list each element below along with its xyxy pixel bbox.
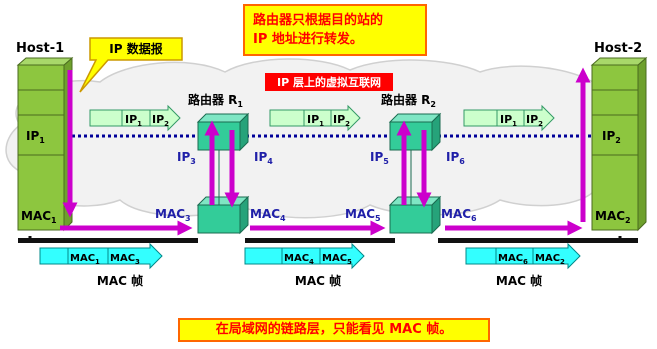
- router-r2-mac-left: MAC5: [345, 207, 381, 223]
- host-2-stack: [590, 56, 648, 240]
- mac-frame-1-label: MAC 帧: [97, 273, 143, 288]
- host-2-mac-label: MAC2: [595, 209, 631, 225]
- router-r1-ip-right: IP4: [254, 150, 273, 166]
- link-layer-note: 在局域网的链路层，只能看见 MAC 帧。: [178, 318, 490, 342]
- host-2-ip-label: IP2: [602, 129, 621, 145]
- router-r2-mac-right: MAC6: [441, 207, 477, 223]
- ip-datagram-callout: [79, 37, 183, 93]
- svg-text:IP2: IP2: [526, 113, 543, 128]
- svg-text:IP2: IP2: [333, 113, 350, 128]
- virtual-net-label-box: [265, 73, 393, 91]
- router-r2-ip-left: IP5: [370, 150, 389, 166]
- host-1-ip-label: IP1: [26, 129, 45, 145]
- svg-text:IP1: IP1: [307, 113, 324, 128]
- router-forwarding-note-line-1: 路由器只根据目的站的: [253, 13, 384, 28]
- packet-flow-arrows: [60, 67, 591, 236]
- svg-text:MAC4: MAC4: [284, 253, 314, 266]
- router-r1-name: 路由器 R1: [188, 92, 243, 109]
- svg-text:MAC2: MAC2: [535, 253, 565, 266]
- svg-text:MAC3: MAC3: [110, 253, 140, 266]
- lan-bus-left: [18, 238, 198, 243]
- router-r1-mac-left: MAC3: [155, 207, 191, 223]
- ip-packet: IP1 IP2: [463, 104, 555, 132]
- mac-frame-2-label: MAC 帧: [295, 273, 341, 288]
- router-r2-name: 路由器 R2: [381, 92, 436, 109]
- mac-frame-1: MAC1 MAC3: [39, 242, 163, 270]
- ip-packet: IP1 IP2: [89, 104, 181, 132]
- svg-text:MAC5: MAC5: [322, 253, 352, 266]
- link-layer-note-text: 在局域网的链路层，只能看见 MAC 帧。: [215, 322, 453, 337]
- host-1-name: Host-1: [16, 41, 64, 56]
- host-2-name: Host-2: [594, 41, 642, 56]
- svg-text:IP1: IP1: [125, 113, 142, 128]
- mac-frame-3-label: MAC 帧: [496, 273, 542, 288]
- virtual-net-label: IP 层上的虚拟互联网: [277, 75, 381, 89]
- ip-datagram-label: IP 数据报: [109, 41, 162, 56]
- router-r1-mac-right: MAC4: [250, 207, 286, 223]
- svg-text:IP2: IP2: [152, 113, 169, 128]
- mac-frame-2: MAC4 MAC5: [244, 242, 365, 270]
- svg-text:MAC6: MAC6: [498, 253, 528, 266]
- lan-bus-middle: [245, 238, 395, 243]
- ip-packet: IP1 IP2: [269, 104, 361, 132]
- svg-text:MAC1: MAC1: [70, 253, 100, 266]
- lan-bus-right: [438, 238, 638, 243]
- router-r2-ip-right: IP6: [446, 150, 465, 166]
- router-forwarding-note-line-2: IP 地址进行转发。: [253, 32, 363, 47]
- host-1-mac-label: MAC1: [21, 209, 57, 225]
- svg-text:IP1: IP1: [500, 113, 517, 128]
- router-forwarding-note: 路由器只根据目的站的 IP 地址进行转发。: [243, 4, 427, 56]
- router-r1-ip-left: IP3: [177, 150, 196, 166]
- mac-frame-3: MAC6 MAC2: [465, 242, 581, 270]
